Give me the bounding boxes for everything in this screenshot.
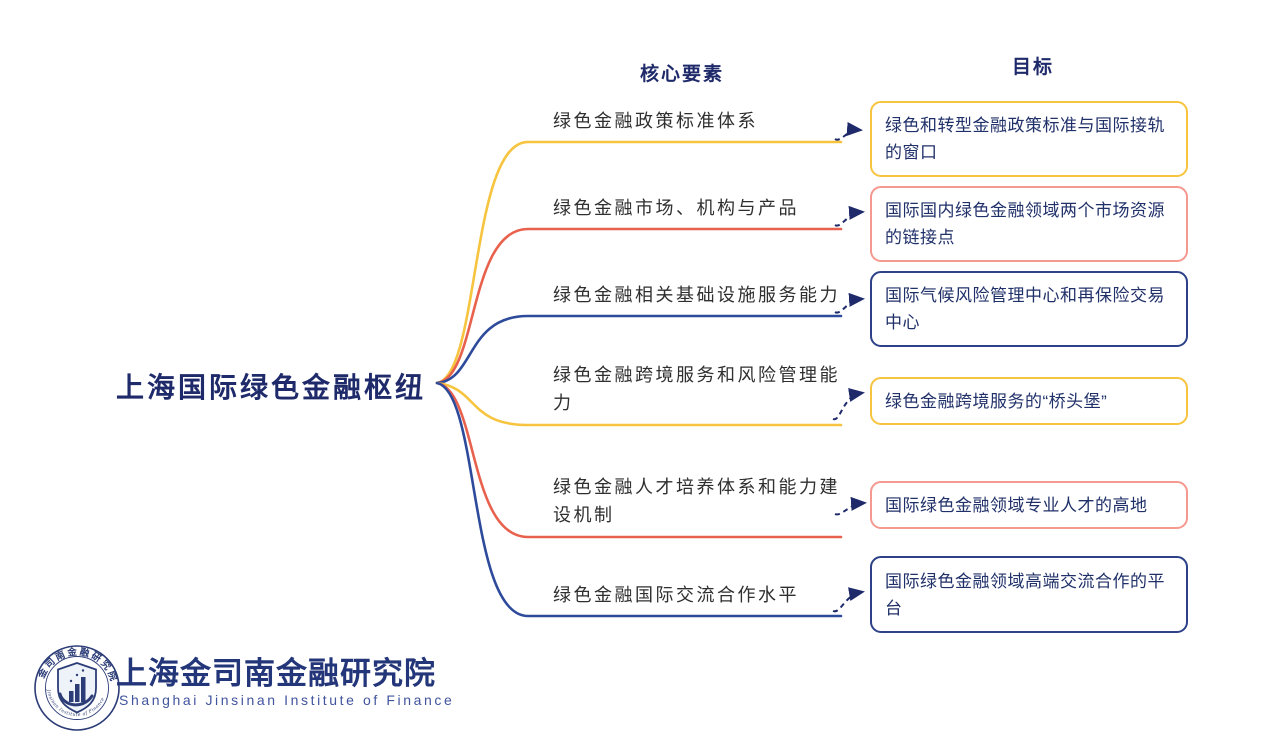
seal-bar-2 (75, 684, 80, 702)
seal-bar-3 (81, 677, 86, 702)
goal-text-5: 国际绿色金融领域专业人才的高地 (885, 495, 1148, 515)
core-element-1: 绿色金融政策标准体系 (553, 111, 758, 131)
column-header-goals: 目标 (1012, 57, 1055, 78)
core-element-4: 绿色金融跨境服务和风险管理能力 (553, 365, 840, 413)
core-element-3: 绿色金融相关基础设施服务能力 (553, 285, 840, 305)
goal-text-6: 国际绿色金融领域高端交流合作的平台 (885, 571, 1165, 618)
institute-name-en: Shanghai Jinsinan Institute of Finance (119, 692, 455, 708)
institute-logo: 金司南金融研究院 Jinsinan Institute of Finance (33, 644, 453, 732)
root-node-label: 上海国际绿色金融枢纽 (116, 372, 427, 403)
core-element-2: 绿色金融市场、机构与产品 (553, 198, 799, 218)
seal-swoosh (58, 692, 94, 707)
goal-text-1: 绿色和转型金融政策标准与国际接轨的窗口 (885, 116, 1165, 162)
core-element-6: 绿色金融国际交流合作水平 (553, 585, 799, 605)
goal-box-5: 国际绿色金融领域专业人才的高地 (870, 481, 1188, 529)
institute-name-zh: 上海金司南金融研究院 (116, 656, 436, 692)
institute-seal-icon: 金司南金融研究院 Jinsinan Institute of Finance (34, 645, 120, 731)
goal-box-4: 绿色金融跨境服务的“桥头堡” (870, 377, 1188, 425)
seal-bar-1 (69, 691, 74, 702)
column-header-core-elements: 核心要素 (640, 64, 725, 85)
goal-text-4: 绿色金融跨境服务的“桥头堡” (885, 391, 1108, 411)
goal-text-3: 国际气候风险管理中心和再保险交易中心 (885, 286, 1165, 332)
branch-line-1 (435, 140, 843, 385)
goal-box-2: 国际国内绿色金融领域两个市场资源的链接点 (870, 186, 1188, 262)
goal-box-6: 国际绿色金融领域高端交流合作的平台 (870, 556, 1188, 633)
core-element-5: 绿色金融人才培养体系和能力建设机制 (553, 477, 840, 525)
goal-text-2: 国际国内绿色金融领域两个市场资源的链接点 (885, 201, 1165, 247)
goal-box-3: 国际气候风险管理中心和再保险交易中心 (870, 271, 1188, 347)
goal-box-1: 绿色和转型金融政策标准与国际接轨的窗口 (870, 101, 1188, 177)
